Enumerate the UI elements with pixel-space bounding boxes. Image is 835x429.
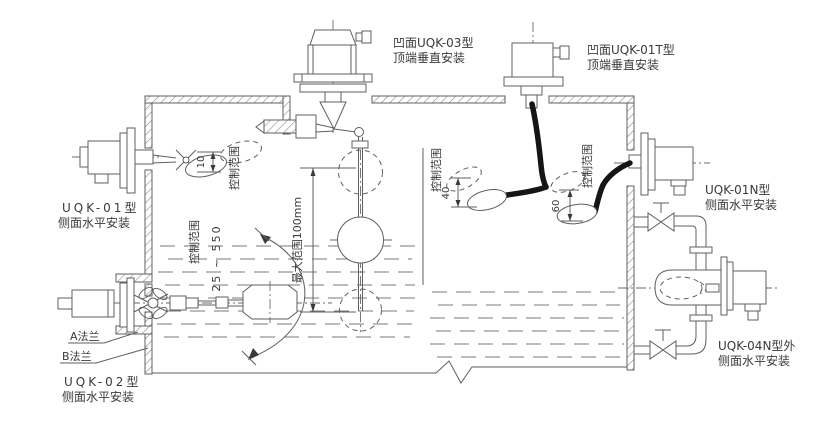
uqk01t-control-range-label: 控制范围 [429,148,443,192]
uqk04n-flange-outer [720,256,728,316]
flange-a-label: A法兰 [70,329,100,343]
uqk01t-range-dimension: 40 [441,177,477,208]
uqk02-flange-a [119,282,128,328]
lower-pipe-flange [689,314,713,322]
uqk01n-flange-inner [647,138,656,191]
uqk01n-device: 60 控制范围 [550,132,710,225]
uqk03-float-upper-dashed [338,149,383,195]
uqk03-float-solid [337,216,384,264]
uqk03-cone [319,101,347,131]
uqk03-connector-end [361,30,372,44]
upper-valve [647,212,662,232]
uqk03-pivot [354,127,364,137]
uqk01t-cable-branch [504,184,549,198]
uqk04n-device [618,202,778,360]
uqk01-control-range-label: 控制范围 [227,146,241,190]
uqk01-device: 10 控制范围 [72,127,263,194]
device-labels: 凹面UQK-03型 顶端垂直安装 凹面UQK-01T型 顶端垂直安装 UQK-0… [58,36,795,404]
uqk01-float-dashed [219,140,263,164]
uqk01n-drain-cap [673,185,686,196]
uqk01n-float-solid [556,203,598,225]
uqk02-body [71,289,115,318]
uqk03-flange-lower [299,83,367,93]
uqk01t-connector [552,47,561,58]
uqk04n-chamber [654,269,723,306]
uqk02-control-range-label: 控制范围 [187,220,201,264]
uqk03-probe-shaft [263,119,297,134]
uqk01-body [87,140,121,175]
uqk04n-drain [744,303,761,312]
uqk04n-flange-inner [726,261,734,311]
uqk01n-range-text: 60 [551,200,562,213]
uqk01t-label-line1: 凹面UQK-01T型 [587,43,675,57]
uqk04n-label-line1: UQK-04N型外 [718,339,795,353]
uqk01-label-line2: 侧面水平安装 [58,215,130,230]
uqk01n-body [654,146,694,181]
uqk03-head [309,29,357,46]
uqk01n-drain [670,179,687,187]
uqk01-range-text: 10 [196,156,207,169]
uqk04n-float-stem [705,283,720,293]
uqk02-swing-arc [241,227,306,366]
uqk04n-float-dashed [659,276,703,300]
uqk01t-label-line2: 顶端垂直安装 [587,57,659,72]
uqk02-link-pivot [147,297,159,309]
uqk02-flange-callouts: A法兰 B法兰 [60,329,149,364]
uqk03-probe-tip [255,120,265,134]
uqk03-neck [324,91,342,103]
uqk02-label-line2: 侧面水平安装 [62,389,134,404]
uqk01t-cable [529,101,549,190]
flange-b-label: B法兰 [62,349,92,363]
uqk01-flange-outer [126,127,136,194]
uqk01n-cable [592,160,633,215]
uqk02-stem-cylinder2 [185,297,199,309]
uqk02-stem-coupler [215,296,229,309]
uqk01t-device: 40 控制范围 [429,22,570,211]
uqk02-label-line1: UQK-02型 [64,375,141,389]
uqk01-float-solid [184,154,228,178]
uqk01t-body [511,42,554,78]
uqk04n-label-line2: 侧面水平安装 [718,353,790,368]
uqk01t-float-upper-dashed [446,166,482,192]
uqk03-label-line1: 凹面UQK-03型 [393,36,473,50]
uqk02-swing-range-text: 25 ~ 550 [210,224,223,291]
uqk01t-range-text: 40 [441,187,452,200]
uqk01-flange-inner [119,132,128,189]
uqk03-device: 最大范围100mm [255,20,392,332]
uqk03-connector [355,32,363,42]
uqk01-range-dimension: 10 [196,151,221,173]
uqk01-foot [94,173,109,184]
uqk02-device: 控制范围 25 ~ 550 A法兰 B法兰 [57,220,332,366]
uqk03-max-range-text: 最大范围100mm [290,197,304,283]
uqk01t-neck [520,85,543,96]
uqk01t-float-solid [466,189,508,211]
uqk01-label-line1: UQK-01型 [62,201,139,215]
uqk03-probe-body [295,114,317,139]
uqk01-link-pivot [182,156,190,164]
uqk03-body [307,44,357,75]
uqk03-rod-collar [351,140,369,149]
uqk01n-range-dimension: 60 [551,189,583,222]
uqk04n-drain-cap [747,310,759,321]
uqk01-nozzle [134,149,154,165]
uqk03-label-line2: 顶端垂直安装 [393,50,465,65]
uqk03-max-range-dimension: 最大范围100mm [290,167,356,313]
tank-bottom-line [152,360,627,384]
uqk01t-flange [503,76,564,87]
uqk01n-control-range-label: 控制范围 [580,144,594,188]
uqk03-flange-upper [293,73,373,83]
uqk01n-label-line1: UQK-01N型 [705,183,770,197]
uqk02-flange-b [126,277,135,333]
uqk04n-body [732,270,767,305]
uqk02-body-end [57,297,73,310]
uqk01t-connector-end [559,45,570,60]
uqk03-float-lower-dashed [339,288,382,332]
lower-valve [649,340,664,360]
uqk01n-flange-outer [640,132,649,196]
uqk01n-label-line2: 侧面水平安装 [705,197,777,212]
upper-pipe-flange [689,246,713,254]
uqk02-stem-cylinder [169,295,187,311]
uqk01-body-end [79,146,89,168]
